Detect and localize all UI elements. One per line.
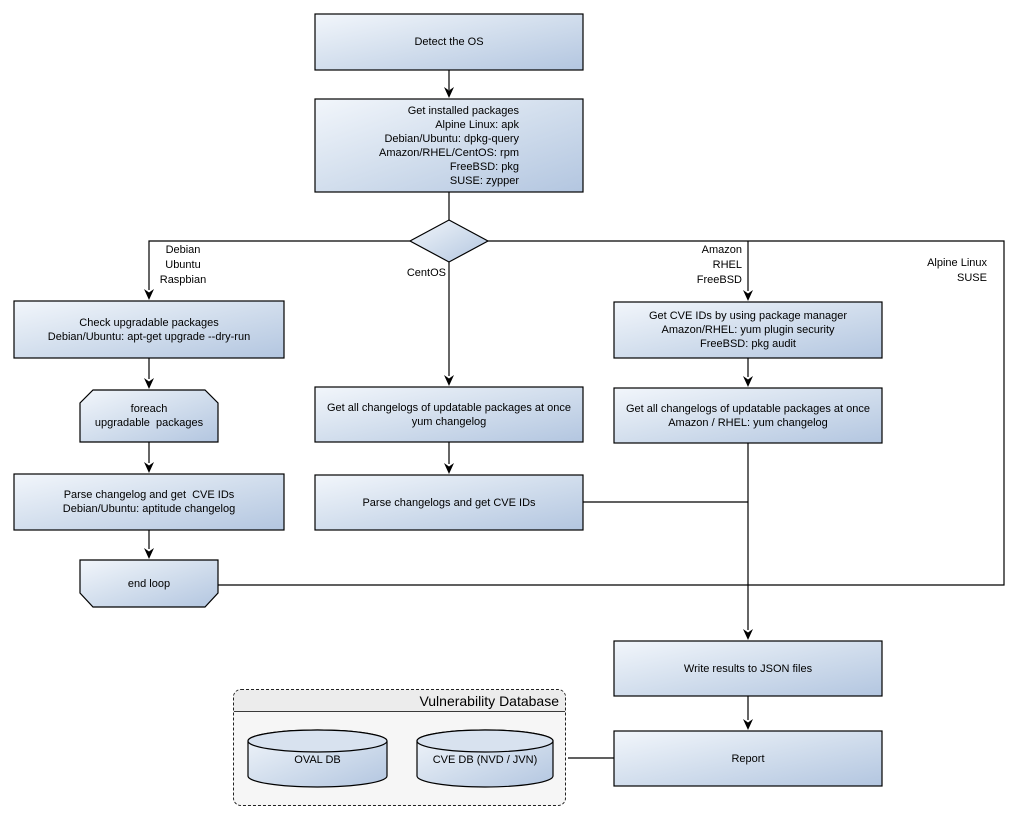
os-decision-diamond (408, 219, 490, 263)
node-get-installed-packages: Get installed packages Alpine Linux: apk… (315, 99, 583, 192)
vulnerability-database-title: Vulnerability Database (419, 692, 559, 709)
node-detect-os: Detect the OS (315, 14, 583, 70)
foreach-loop-label: foreach upgradable packages (94, 403, 204, 429)
node-write-results: Write results to JSON files (614, 641, 882, 696)
end-loop-label: end loop (127, 577, 171, 590)
detect-os-label: Detect the OS (414, 36, 484, 48)
get-changelogs-amazon-label: Get all changelogs of updatable packages… (625, 402, 870, 429)
cve-db-label: CVE DB (NVD / JVN) (432, 754, 538, 766)
node-parse-changelog-debian: Parse changelog and get CVE IDs Debian/U… (14, 474, 284, 530)
write-results-label: Write results to JSON files (683, 662, 813, 675)
node-foreach-loop: foreach upgradable packages (80, 390, 218, 442)
node-get-changelogs-centos: Get all changelogs of updatable packages… (315, 387, 583, 442)
node-report: Report (614, 731, 882, 786)
cve-db: CVE DB (NVD / JVN) (417, 746, 553, 774)
report-label: Report (731, 752, 765, 765)
oval-db-label: OVAL DB (294, 754, 341, 766)
branch-label-centos: CentOS (406, 267, 446, 279)
parse-changelogs-centos-label: Parse changelogs and get CVE IDs (362, 496, 536, 509)
node-get-cve-ids-package-manager: Get CVE IDs by using package manager Ama… (614, 302, 882, 358)
get-installed-packages-label: Get installed packages Alpine Linux: apk… (379, 104, 519, 187)
branch-label-debian: Debian Ubuntu Raspbian (159, 244, 207, 286)
parse-changelog-debian-label: Parse changelog and get CVE IDs Debian/U… (62, 489, 236, 515)
vulnerability-database-header: Vulnerability Database (234, 690, 565, 712)
node-parse-changelogs-centos: Parse changelogs and get CVE IDs (315, 475, 583, 530)
get-changelogs-centos-label: Get all changelogs of updatable packages… (326, 401, 571, 428)
branch-label-amazon: Amazon RHEL FreeBSD (696, 244, 742, 286)
node-check-upgradable: Check upgradable packages Debian/Ubuntu:… (14, 301, 284, 358)
check-upgradable-label: Check upgradable packages Debian/Ubuntu:… (47, 316, 251, 343)
get-cve-ids-package-manager-label: Get CVE IDs by using package manager Ama… (648, 310, 848, 350)
oval-db: OVAL DB (248, 746, 387, 774)
node-end-loop: end loop (80, 560, 218, 607)
branch-label-alpine: Alpine Linux SUSE (927, 257, 987, 284)
node-get-changelogs-amazon: Get all changelogs of updatable packages… (614, 388, 882, 443)
